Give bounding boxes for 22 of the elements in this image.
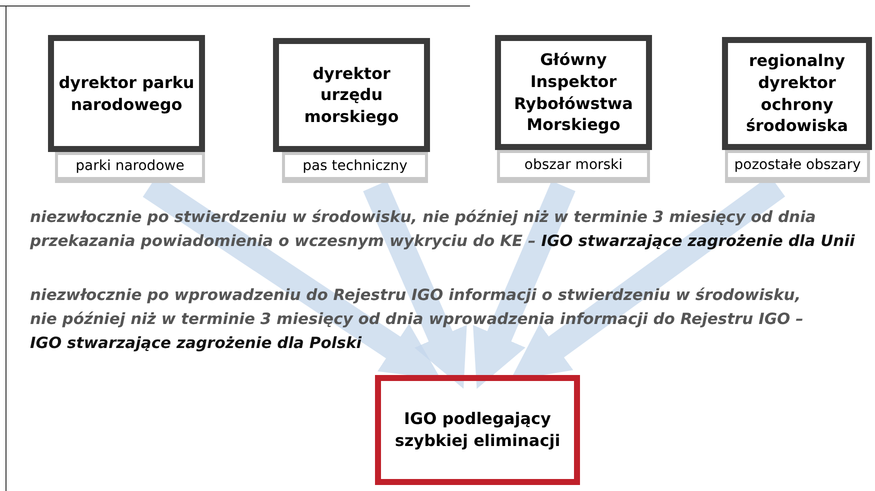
area-box — [282, 152, 428, 183]
role-box — [495, 35, 652, 150]
box-title: IGO podlegający szybkiej eliminacji — [394, 408, 562, 452]
box-title: dyrektor parku narodowego — [58, 72, 195, 116]
note-text: niezwłocznie po wprowadzeniu do Rejestru IGO informacji o stwierdzeniu w środowisku, nie później niż w terminie 3 miesięcy od dnia wprowadzenia informacji do Rejestru IGO – IGO stwarzające zagrożenie dla Polski — [30, 285, 804, 354]
area-box — [725, 150, 870, 183]
box-title: regionalny dyrektor ochrony środowiska — [744, 50, 850, 137]
note-text: niezwłocznie po stwierdzeniu w środowisku, nie później niż w terminie 3 miesięcy od dnia przekazania powiadomienia o wczesnym wykryciu do KE – IGO stwarzające zagrożenie dla Unii — [30, 207, 856, 252]
area-box — [55, 152, 205, 183]
arrow — [472, 180, 576, 389]
role-box — [722, 37, 872, 150]
role-box — [273, 38, 430, 152]
area-box — [497, 150, 650, 183]
role-box — [48, 35, 205, 152]
area-label: pas techniczny — [302, 158, 408, 174]
area-label: obszar morski — [524, 157, 623, 173]
box-title: Główny Inspektor Rybołówstwa Morskiego — [513, 49, 634, 136]
area-label: parki narodowe — [76, 158, 184, 174]
arrow — [363, 180, 467, 389]
area-label: pozostałe obszary — [734, 157, 861, 173]
box-title: dyrektor urzędu morskiego — [303, 62, 400, 128]
result-box — [375, 375, 580, 485]
